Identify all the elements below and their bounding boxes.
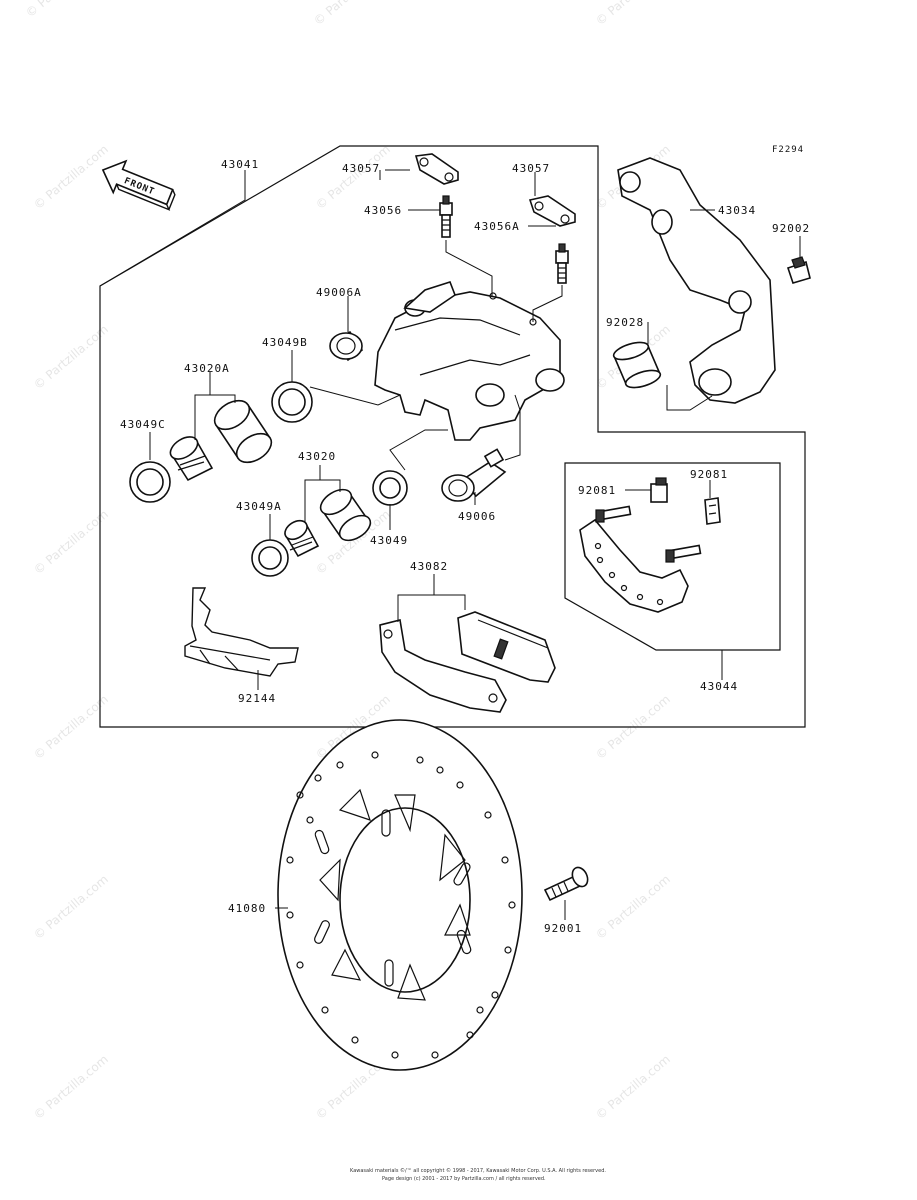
label-92028: 92028 [606, 316, 644, 329]
pin-bracket-43044 [579, 505, 702, 613]
pin-kit-outline [564, 462, 781, 651]
bleeder-valve-43056a [555, 243, 569, 284]
insulator-43020a [169, 436, 214, 482]
label-92001: 92001 [544, 922, 582, 935]
label-43057-b: 43057 [512, 162, 550, 175]
callout-labels: 43041 43057 43057 43056 43056A 43034 920… [120, 158, 810, 935]
caliper-assembly-outline [99, 145, 806, 728]
bleeder-cap-43057-b [528, 195, 576, 227]
label-92144: 92144 [238, 692, 276, 705]
watermark: © Partzilla.com [31, 872, 111, 942]
brake-pads-43082 [379, 611, 556, 713]
label-43049b: 43049B [262, 336, 308, 349]
label-43049a: 43049A [236, 500, 282, 513]
clip-92081-b [704, 497, 721, 525]
caliper-body [374, 281, 565, 441]
insulator-43020 [284, 519, 320, 558]
copyright-line-2: Page design (c) 2001 - 2017 by Partzilla… [382, 1176, 546, 1182]
watermark: © Partzilla.com [593, 1052, 673, 1122]
label-43056a: 43056A [474, 220, 520, 233]
front-arrow-icon: FRONT [101, 159, 176, 211]
watermark: © Partzilla.com [311, 0, 391, 28]
bolt-92002 [786, 256, 811, 284]
label-92002: 92002 [772, 222, 810, 235]
slide-pin-49006 [441, 448, 507, 502]
watermark: © Partzilla.com [31, 322, 111, 392]
slide-pin-49006a [329, 330, 364, 362]
rotor-bolt-92001 [543, 866, 589, 902]
watermark: © Partzilla.com [23, 0, 103, 20]
caliper-bracket [617, 157, 776, 404]
label-43020: 43020 [298, 450, 336, 463]
label-43034: 43034 [718, 204, 756, 217]
watermark: © Partzilla.com [313, 142, 393, 212]
watermark: © Partzilla.com [593, 0, 673, 28]
seal-43049c [129, 461, 171, 503]
pad-spring-92144 [184, 587, 299, 677]
label-49006: 49006 [458, 510, 496, 523]
label-43041: 43041 [221, 158, 259, 171]
watermark: © Partzilla.com [593, 872, 673, 942]
leader-lines [99, 169, 801, 920]
piston-43020 [319, 488, 372, 542]
label-43057: 43057 [342, 162, 380, 175]
watermark: © Partzilla.com [31, 1052, 111, 1122]
label-43020a: 43020A [184, 362, 230, 375]
bleeder-valve-43056 [439, 195, 453, 238]
label-43049c: 43049C [120, 418, 166, 431]
sleeve-92028 [612, 341, 662, 389]
label-41080: 41080 [228, 902, 266, 915]
watermark: © Partzilla.com [31, 692, 111, 762]
seal-43049 [372, 470, 408, 506]
watermark: © Partzilla.com [31, 507, 111, 577]
figure-code: F2294 [772, 145, 804, 155]
label-43049: 43049 [370, 534, 408, 547]
piston-43020a [213, 399, 273, 464]
label-92081-b: 92081 [690, 468, 728, 481]
seal-43049b [271, 381, 313, 423]
label-43044: 43044 [700, 680, 738, 693]
label-43082: 43082 [410, 560, 448, 573]
watermark: © Partzilla.com [31, 142, 111, 212]
label-43056: 43056 [364, 204, 402, 217]
brake-rotor-41080 [277, 719, 523, 1071]
bleeder-cap-43057 [414, 153, 459, 185]
clip-92081 [650, 477, 668, 503]
seal-43049a [251, 539, 289, 577]
label-49006a: 49006A [316, 286, 362, 299]
copyright-line-1: Kawasaki materials ©/™ all copyright © 1… [350, 1167, 606, 1174]
label-92081: 92081 [578, 484, 616, 497]
